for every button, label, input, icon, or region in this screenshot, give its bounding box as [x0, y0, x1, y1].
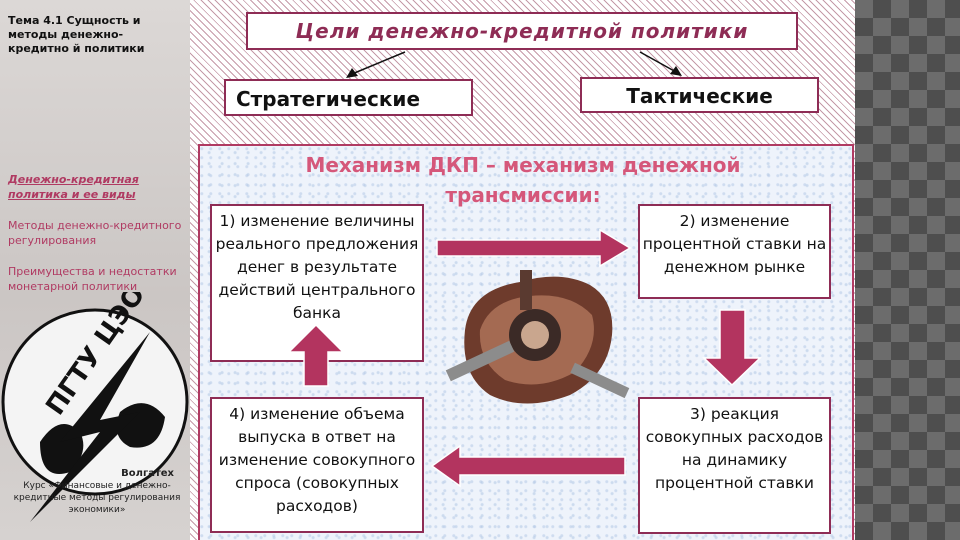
- nav-link-methods[interactable]: Методы денежно-кредитного регулирования: [8, 219, 182, 247]
- gear-mechanism-image: [445, 270, 630, 404]
- logo-caption: Волгатех Курс «Финансовые и денежно-кред…: [10, 468, 184, 516]
- step-3-box: 3) реакция совокупных расходов на динами…: [638, 397, 831, 534]
- mechanism-title: Механизм ДКП – механизм денежной трансми…: [305, 153, 741, 207]
- strategic-box: Стратегические: [224, 79, 473, 116]
- arrow-left-icon: [430, 444, 626, 488]
- nav-link-pros-cons[interactable]: Преимущества и недостатки монетарной пол…: [8, 265, 177, 293]
- sidebar-nav: Денежно-кредитная политика и ее виды Мет…: [8, 172, 186, 310]
- lightning-bolt-icon: [30, 332, 150, 522]
- goals-title-box: Цели денежно-кредитной политики: [246, 12, 798, 50]
- step-2-box: 2) изменение процентной ставки на денежн…: [638, 204, 831, 299]
- right-decor-strip: [855, 0, 960, 540]
- arrow-to-tactical-icon: [639, 51, 677, 73]
- globe-land-icon: [40, 403, 165, 474]
- nav-link-current[interactable]: Денежно-кредитная политика и ее виды: [8, 173, 139, 201]
- arrowhead-tactical-icon: [670, 66, 682, 76]
- tactical-box: Тактические: [580, 77, 819, 113]
- logo-caption-text: Курс «Финансовые и денежно-кредитные мет…: [13, 481, 181, 515]
- topic-title: Тема 4.1 Сущность и методы денежно-креди…: [8, 14, 145, 55]
- sidebar: Тема 4.1 Сущность и методы денежно-креди…: [0, 0, 190, 540]
- arrow-up-icon: [287, 323, 345, 387]
- arrow-right-icon: [436, 228, 632, 268]
- step-4-box: 4) изменение объема выпуска в ответ на и…: [210, 397, 424, 533]
- arrow-down-icon: [702, 309, 762, 387]
- logo-caption-title: Волгатех: [121, 468, 174, 479]
- university-logo: ПГТУ ЦЭО: [1, 292, 189, 522]
- arrowhead-strategic-icon: [346, 68, 358, 78]
- arrow-to-strategic-icon: [351, 51, 406, 75]
